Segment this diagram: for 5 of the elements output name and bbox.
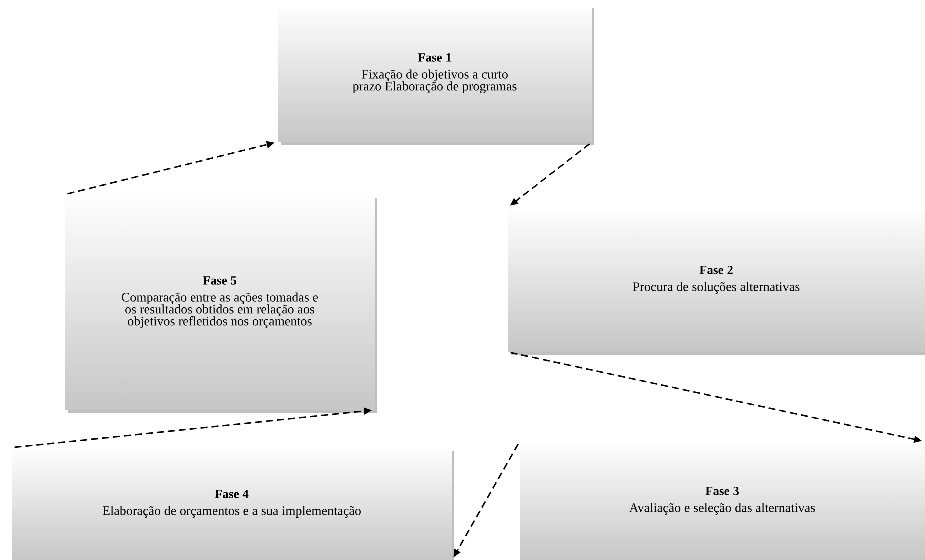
- phase-box: Fase 1 Fixação de objetivos a curto prazo Elaboração de programas: [278, 5, 594, 145]
- phase-box: Fase 5 Comparação entre as ações tomadas e os resultados obtidos em relação aos objetivos refletidos nos orçamentos: [65, 195, 377, 413]
- phase-box: Fase 3 Avaliação e seleção das alternativas: [520, 442, 925, 560]
- phase-box: Fase 2 Procura de soluções alternativas: [508, 208, 925, 355]
- phase-box: Fase 4 Elaboração de orçamentos e a sua implementação: [12, 448, 454, 560]
